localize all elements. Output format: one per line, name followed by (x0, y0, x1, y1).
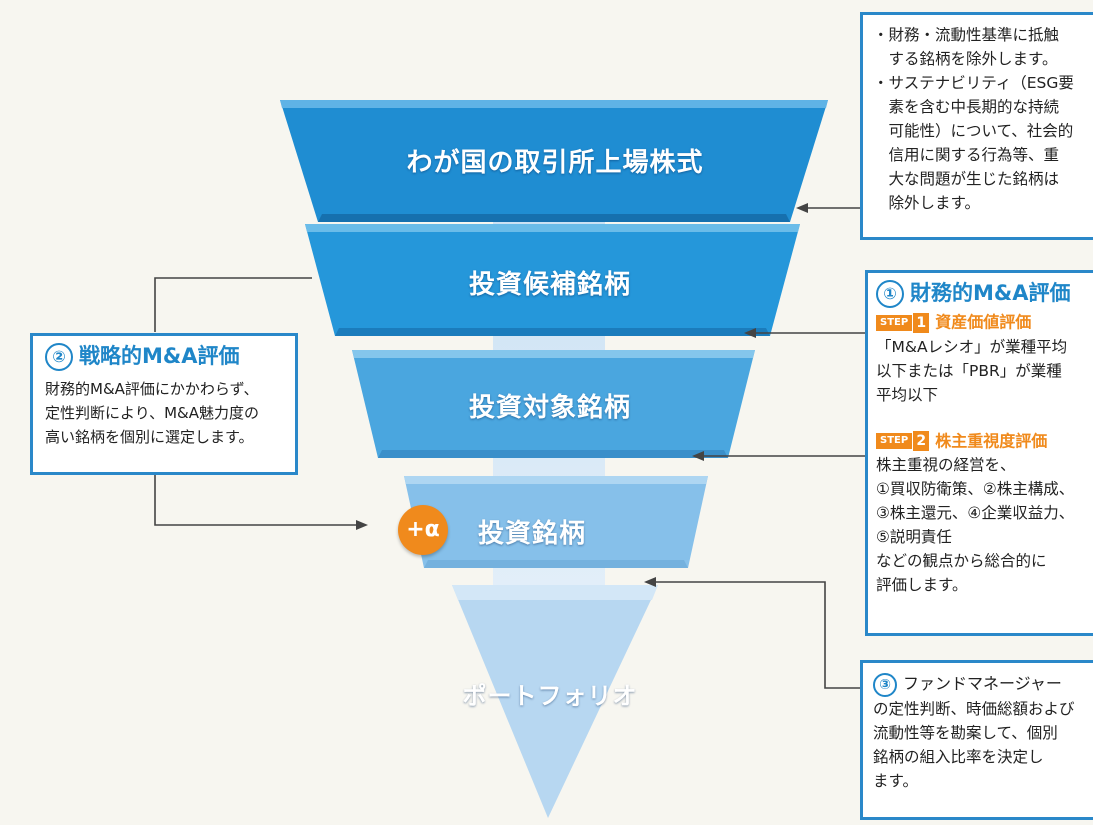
number-1-icon: ① (876, 280, 904, 308)
tier-3-shape (352, 350, 755, 458)
connector-strategic-top (154, 277, 312, 332)
exclusion-line: 大な問題が生じた銘柄は (873, 170, 1060, 188)
arrowhead-step2 (692, 451, 704, 461)
arrowhead-step1 (744, 328, 756, 338)
arrowhead-strategic (356, 520, 368, 530)
step1-line: 以下または「PBR」が業種 (876, 361, 1062, 380)
number-2-icon: ② (45, 343, 73, 371)
fund-line: の定性判断、時価総額および (873, 700, 1075, 718)
strategic-line: 定性判断により、M&A魅力度の (45, 404, 260, 422)
plus-alpha-badge: +α (398, 505, 448, 555)
exclusion-line: ・サステナビリティ（ESG要 (873, 74, 1074, 92)
step1-title: 資産価値評価 (935, 312, 1032, 332)
tier-4-shape (404, 476, 708, 568)
step2-line: 評価します。 (876, 576, 968, 594)
fund-line: 流動性等を勘案して、個別 (873, 724, 1058, 742)
step2-line: 株主重視の経営を、 (876, 456, 1016, 474)
step2-line: ①買収防衛策、②株主構成、 (876, 480, 1075, 498)
tier-4-label: 投資銘柄 (477, 519, 586, 549)
exclusion-line: 信用に関する行為等、重 (873, 146, 1060, 164)
tier-1-label: わが国の取引所上場株式 (406, 148, 704, 178)
exclusion-line: 除外します。 (873, 194, 980, 212)
step1-line: 「M&Aレシオ」が業種平均 (876, 337, 1068, 356)
tier-2-label: 投資候補銘柄 (468, 270, 631, 300)
step-number: 1 (913, 312, 930, 333)
step-badge: STEP (876, 433, 913, 449)
exclusion-line: ・財務・流動性基準に抵触 (873, 26, 1060, 44)
fund-line: 銘柄の組入比率を決定し (873, 748, 1044, 766)
exclusion-line: 可能性）について、社会的 (873, 122, 1074, 140)
connector-strategic-bottom (154, 475, 358, 526)
tier-5-shape (452, 585, 658, 818)
step2-title: 株主重視度評価 (935, 431, 1048, 450)
fund-line: ます。 (873, 772, 918, 790)
step2-line: ⑤説明責任 (876, 528, 952, 546)
exclusion-criteria-box: ・財務・流動性基準に抵触 する銘柄を除外します。 ・サステナビリティ（ESG要 … (860, 12, 1093, 240)
step2-line: ③株主還元、④企業収益力、 (876, 504, 1075, 522)
arrowhead-exclusion (796, 203, 808, 213)
tier-1-shape (280, 100, 828, 222)
step2-line: などの観点から総合的に (876, 552, 1047, 570)
step1-line: 平均以下 (876, 385, 939, 404)
exclusion-line: する銘柄を除外します。 (873, 50, 1058, 68)
strategic-line: 財務的M&A評価にかかわらず、 (45, 380, 259, 398)
arrowhead-fund (644, 577, 656, 587)
number-3-icon: ③ (873, 672, 897, 697)
exclusion-line: 素を含む中長期的な持続 (873, 98, 1060, 116)
connector-fund (652, 581, 860, 689)
step-number: 2 (913, 431, 930, 451)
step-badge: STEP (876, 314, 913, 331)
tier-5-label: ポートフォリオ (462, 682, 638, 710)
tier-3-label: 投資対象銘柄 (468, 393, 631, 423)
strategic-line: 高い銘柄を個別に選定します。 (45, 428, 254, 446)
tier-2-shape (305, 224, 800, 336)
